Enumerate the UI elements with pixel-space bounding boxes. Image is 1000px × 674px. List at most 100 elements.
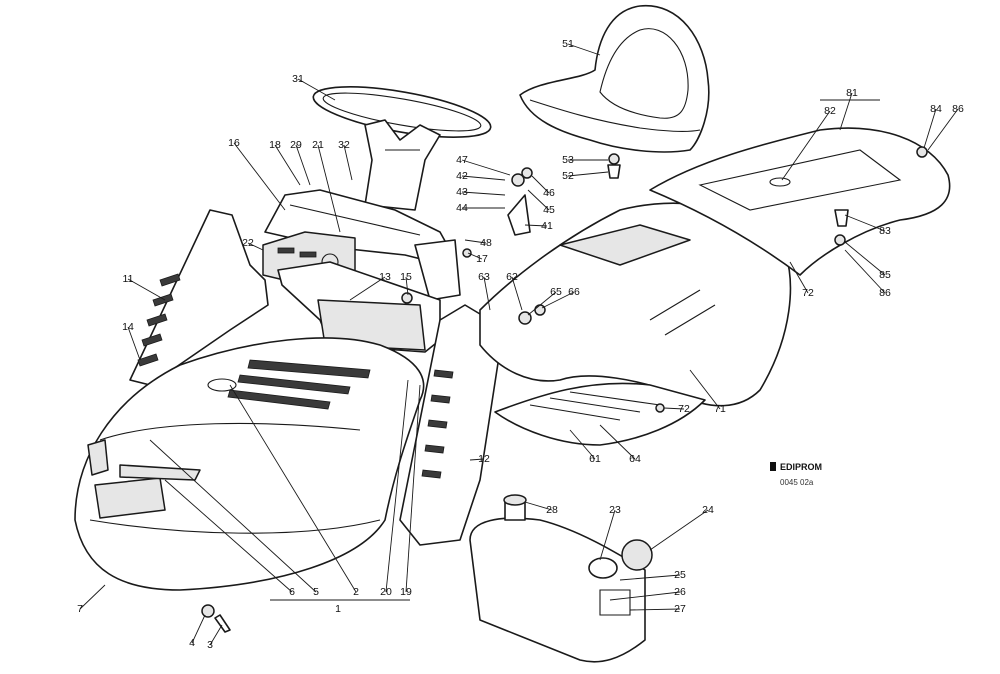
callout-label-47: 47 [456, 154, 468, 166]
callout-label-66: 66 [568, 286, 580, 298]
callout-leader-41 [524, 224, 548, 227]
callout-label-31: 31 [292, 73, 304, 85]
callout-leader-31 [297, 78, 336, 101]
footrest-mat [494, 382, 706, 446]
callout-label-32: 32 [338, 139, 350, 151]
brand-logo: EDIPROM 0045 02a [770, 462, 822, 487]
callout-label-1: 1 [335, 603, 341, 615]
callout-label-85: 85 [879, 269, 891, 281]
callout-label-13: 13 [379, 271, 391, 283]
callout-leader-3 [209, 624, 223, 646]
callout-label-19: 19 [400, 586, 412, 598]
callout-leader-7 [79, 584, 106, 610]
callout-leader-82 [781, 110, 831, 181]
brand-logo-text: EDIPROM [780, 462, 822, 472]
callout-leader-42 [461, 175, 506, 181]
callout-leader-83 [844, 214, 886, 232]
callout-label-53: 53 [562, 154, 574, 166]
callout-label-72b: 72 [678, 403, 690, 415]
callout-leader-46 [531, 175, 550, 194]
callout-leader-18 [274, 144, 301, 186]
callout-leader-85 [844, 241, 886, 276]
callout-label-64: 64 [629, 453, 641, 465]
callout-label-6: 6 [289, 586, 295, 598]
callout-label-27: 27 [674, 603, 686, 615]
callout-leader-6 [164, 479, 293, 593]
callout-leader-66 [541, 291, 575, 309]
callout-leader-65 [527, 291, 557, 316]
callout-label-44: 44 [456, 202, 468, 214]
callout-label-2: 2 [353, 586, 359, 598]
callout-label-11: 11 [123, 273, 134, 285]
callout-label-26: 26 [674, 586, 686, 598]
callout-label-86b: 86 [879, 287, 891, 299]
callout-leader-72b [663, 407, 685, 410]
callout-leader-4 [191, 614, 206, 644]
callout-label-16: 16 [228, 137, 240, 149]
callout-label-84: 84 [930, 103, 942, 115]
callout-label-82: 82 [824, 105, 836, 117]
callout-leader-2 [229, 384, 357, 593]
steering-wheel [312, 86, 492, 211]
callout-label-43: 43 [456, 186, 468, 198]
callout-label-86: 86 [952, 103, 964, 115]
callout-label-72: 72 [802, 287, 814, 299]
callout-label-22: 22 [242, 237, 254, 249]
callout-label-61: 61 [589, 453, 601, 465]
callout-leader-29 [295, 144, 311, 186]
callout-label-24: 24 [702, 504, 714, 516]
callout-label-5: 5 [313, 586, 319, 598]
callout-leader-72 [789, 261, 809, 294]
callout-label-4: 4 [189, 637, 195, 649]
callout-leader-62 [511, 276, 523, 311]
callout-leader-63 [483, 276, 491, 311]
callout-leader-15 [405, 276, 409, 296]
callout-leader-51 [567, 43, 601, 56]
callout-label-48: 48 [480, 237, 492, 249]
callout-label-51: 51 [562, 38, 574, 50]
callout-leader-25 [619, 574, 681, 581]
callout-label-45: 45 [543, 204, 555, 216]
callout-leader-64 [599, 424, 636, 460]
seat [519, 5, 710, 153]
callout-label-28: 28 [546, 504, 558, 516]
callout-label-7: 7 [77, 603, 83, 615]
callout-leader-45 [527, 189, 550, 211]
callout-leader-43 [461, 191, 506, 196]
callout-leader-61 [569, 429, 596, 460]
callout-label-14: 14 [122, 321, 134, 333]
callout-leader-22 [247, 242, 264, 251]
callout-leader-24 [649, 509, 709, 551]
callout-label-23: 23 [609, 504, 621, 516]
lower-console [277, 261, 441, 353]
callout-leader-27 [629, 608, 681, 611]
callout-label-17: 17 [476, 253, 488, 265]
callout-label-15: 15 [400, 271, 412, 283]
rear-tray [649, 127, 951, 276]
callout-leader-17 [467, 252, 483, 260]
callout-label-52: 52 [562, 170, 574, 182]
fuel-tank [469, 494, 653, 663]
callout-label-41: 41 [541, 220, 553, 232]
callout-leader-32 [343, 144, 353, 181]
engine-hood [74, 337, 425, 591]
callout-label-62: 62 [506, 271, 518, 283]
callout-label-29: 29 [290, 139, 302, 151]
callout-leader-52 [567, 171, 609, 177]
callout-label-20: 20 [380, 586, 392, 598]
callout-label-81: 81 [846, 87, 858, 99]
callout-leader-16 [233, 142, 286, 211]
callout-leader-23 [599, 509, 616, 561]
callout-leader-84 [923, 108, 937, 149]
callout-label-21: 21 [312, 139, 324, 151]
callout-label-63: 63 [478, 271, 490, 283]
callout-label-46: 46 [543, 187, 555, 199]
callout-leader-19 [405, 384, 421, 593]
callout-leader-81 [839, 92, 853, 131]
callout-leader-5 [149, 439, 317, 593]
callout-leader-47 [461, 159, 511, 176]
callout-leader-48 [464, 239, 487, 244]
callout-leader-21 [317, 144, 341, 233]
